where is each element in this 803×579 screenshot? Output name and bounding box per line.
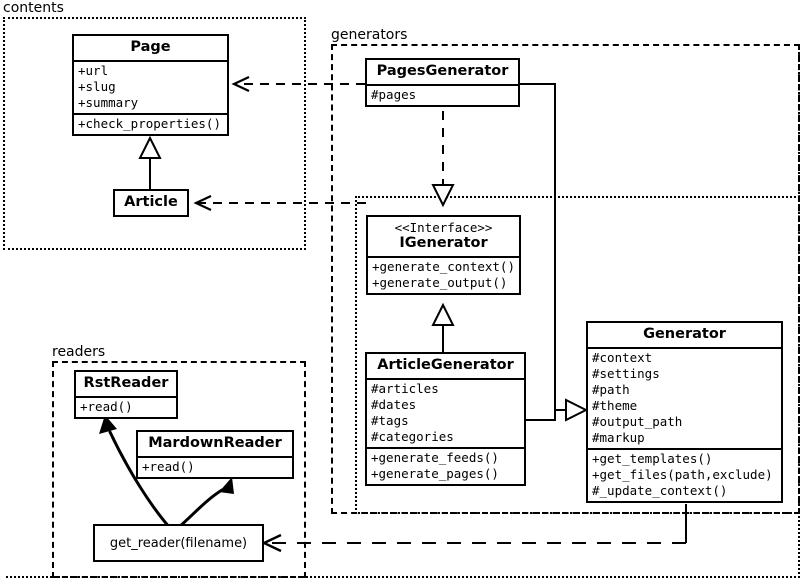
- class-title-rstreader: RstReader: [76, 372, 176, 398]
- function-label-get-reader: get_reader(filename): [109, 535, 248, 551]
- operation-row: +generate_output(): [372, 275, 508, 290]
- class-operations-mardownreader: +read(): [138, 458, 292, 477]
- class-box-page[interactable]: Page +url +slug +summary +check_properti…: [72, 34, 229, 136]
- operation-row: +check_properties(): [78, 116, 221, 131]
- operation-row: +generate_context(): [372, 259, 515, 274]
- attribute-row: #articles: [371, 381, 439, 396]
- class-box-generator[interactable]: Generator #context #settings #path #them…: [586, 321, 783, 503]
- class-attributes-generator: #context #settings #path #theme #output_…: [588, 349, 781, 448]
- class-box-rstreader[interactable]: RstReader +read(): [74, 370, 178, 419]
- class-operations-articlegenerator: +generate_feeds() +generate_pages(): [367, 447, 524, 484]
- attribute-row: #categories: [371, 429, 454, 444]
- package-contents: [3, 17, 306, 250]
- class-name-igenerator: IGenerator: [399, 235, 488, 251]
- operation-row: #_update_context(): [592, 483, 728, 498]
- operation-row: +read(): [80, 399, 133, 414]
- attribute-row: +summary: [78, 95, 139, 110]
- attribute-row: #dates: [371, 397, 417, 412]
- class-title-generator: Generator: [588, 323, 781, 349]
- operation-row: +generate_feeds(): [371, 450, 499, 465]
- class-box-articlegenerator[interactable]: ArticleGenerator #articles #dates #tags …: [365, 352, 526, 486]
- operation-row: +get_templates(): [592, 451, 713, 466]
- class-box-article[interactable]: Article: [113, 189, 189, 217]
- class-title-mardownreader: MardownReader: [138, 432, 292, 458]
- attribute-row: #pages: [371, 87, 417, 102]
- class-attributes-pagesgenerator: #pages: [367, 86, 518, 105]
- class-title-pagesgenerator: PagesGenerator: [367, 60, 518, 86]
- attribute-row: +url: [78, 63, 109, 78]
- class-attributes-page: +url +slug +summary: [74, 62, 227, 113]
- attribute-row: #path: [592, 382, 630, 397]
- attribute-row: +slug: [78, 79, 116, 94]
- operation-row: +generate_pages(): [371, 466, 499, 481]
- class-operations-igenerator: +generate_context() +generate_output(): [368, 258, 519, 293]
- operation-row: +get_files(path,exclude): [592, 467, 773, 482]
- package-label-generators: generators: [331, 27, 408, 43]
- package-label-readers: readers: [52, 344, 106, 360]
- attribute-row: #output_path: [592, 414, 683, 429]
- attribute-row: #context: [592, 350, 653, 365]
- class-operations-rstreader: +read(): [76, 398, 176, 417]
- class-title-igenerator: <<Interface>> IGenerator: [368, 217, 519, 258]
- function-box-get-reader[interactable]: get_reader(filename): [93, 524, 264, 562]
- attribute-row: #theme: [592, 398, 638, 413]
- class-box-mardownreader[interactable]: MardownReader +read(): [136, 430, 294, 479]
- operation-row: +read(): [142, 459, 195, 474]
- attribute-row: #markup: [592, 430, 645, 445]
- attribute-row: #settings: [592, 366, 660, 381]
- class-stereotype-igenerator: <<Interface>>: [394, 220, 493, 235]
- class-title-page: Page: [74, 36, 227, 62]
- class-title-article: Article: [124, 194, 178, 210]
- class-box-pagesgenerator[interactable]: PagesGenerator #pages: [365, 58, 520, 107]
- class-attributes-articlegenerator: #articles #dates #tags #categories: [367, 380, 524, 447]
- package-outer-frame: [6, 44, 800, 578]
- attribute-row: #tags: [371, 413, 409, 428]
- class-title-articlegenerator: ArticleGenerator: [367, 354, 524, 380]
- package-label-contents: contents: [3, 0, 64, 16]
- class-box-igenerator[interactable]: <<Interface>> IGenerator +generate_conte…: [366, 215, 521, 295]
- class-operations-page: +check_properties(): [74, 113, 227, 134]
- class-operations-generator: +get_templates() +get_files(path,exclude…: [588, 448, 781, 501]
